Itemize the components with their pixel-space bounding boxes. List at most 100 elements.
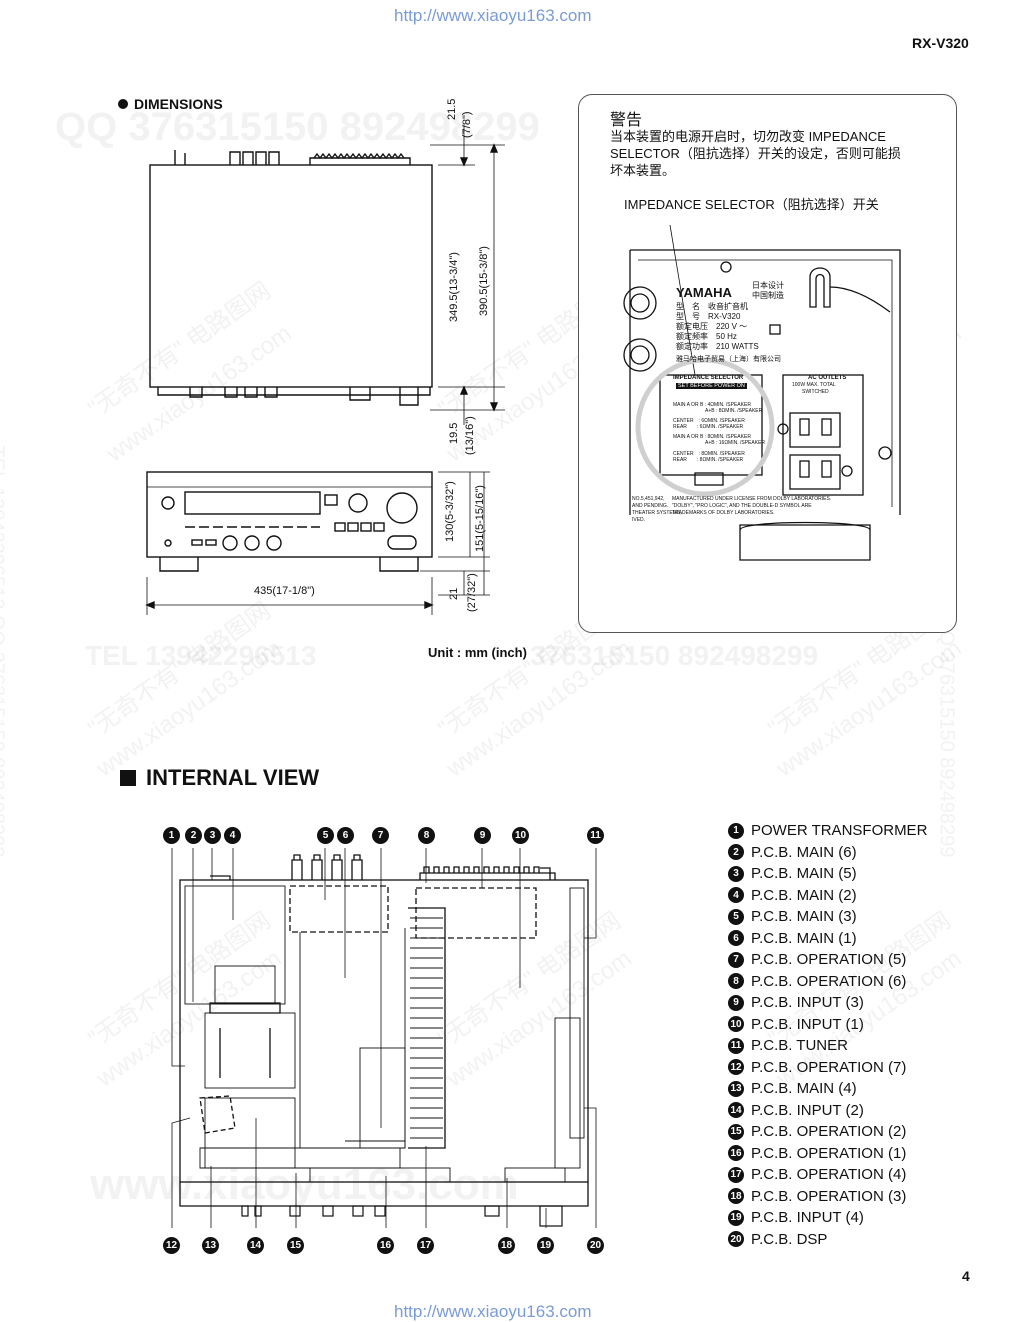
- square-bullet-icon: [120, 770, 136, 786]
- callout-4: 4: [224, 827, 241, 844]
- dim-7-8: (7/8"): [461, 111, 473, 138]
- panel-spec-3: 额定电压 220 V ～: [676, 322, 748, 331]
- panel-made-in-2: 中国制造: [752, 291, 784, 300]
- ac-outlets-title: AC OUTLETS: [808, 375, 847, 381]
- highlight-circle: [635, 357, 775, 497]
- callout-13: 13: [202, 1237, 219, 1254]
- model-label: RX-V320: [912, 35, 969, 51]
- callout-8: 8: [418, 827, 435, 844]
- warning-line-3: 坏本装置。: [610, 163, 676, 178]
- callout-3: 3: [204, 827, 221, 844]
- callout-12: 12: [163, 1237, 180, 1254]
- left-note-4: IVED.: [632, 517, 646, 523]
- dolby-line-3: TRADEMARKS OF DOLBY LABORATORIES.: [672, 510, 775, 516]
- impedance-a-3: CENTER : 6ΩMIN. /SPEAKER: [673, 418, 745, 424]
- warning-line-1: 当本装置的电源开启时，切勿改变 IMPEDANCE: [610, 129, 886, 144]
- callout-18: 18: [498, 1237, 515, 1254]
- dimensions-drawing: [145, 125, 505, 615]
- dim-151: 151(5-15/16"): [474, 485, 486, 552]
- panel-spec-1: 型 名 收音扩音机: [676, 302, 748, 311]
- dimensions-heading: DIMENSIONS: [118, 96, 223, 112]
- impedance-sub: SET BEFORE POWER ON: [676, 383, 747, 389]
- panel-company: 雅马哈电子贸易（上海）有限公司: [676, 356, 781, 363]
- header-url[interactable]: http://www.xiaoyu163.com: [394, 6, 592, 25]
- left-note-3: THEATER SYSTEMS,: [632, 510, 682, 516]
- left-note-2: AND PENDING.: [632, 503, 669, 509]
- internal-view-heading: INTERNAL VIEW: [120, 765, 319, 791]
- left-note-1: NO.5,451,942,: [632, 496, 665, 502]
- callout-15: 15: [287, 1237, 304, 1254]
- panel-spec-5: 额定功率 210 WATTS: [676, 342, 759, 351]
- chassis: [179, 879, 589, 1183]
- impedance-a-4: REAR : 6ΩMIN. /SPEAKER: [673, 424, 744, 430]
- panel-brand: YAMAHA: [676, 285, 732, 300]
- dolby-line-2: "DOLBY", "PRO LOGIC", AND THE DOUBLE-D S…: [672, 503, 812, 509]
- dim-13-16: (13/16"): [464, 416, 476, 455]
- panel-made-in-1: 日本设计: [752, 281, 784, 290]
- dim-390-5: 390.5(15-3/8"): [478, 246, 490, 316]
- callout-1: 1: [163, 827, 180, 844]
- impedance-b-4: REAR : 8ΩMIN. /SPEAKER: [673, 457, 744, 463]
- impedance-title: IMPEDANCE SELECTOR: [673, 375, 744, 381]
- unit-note: Unit : mm (inch): [428, 645, 527, 660]
- warning-title: 警告: [610, 112, 643, 129]
- top-view-body: [149, 164, 433, 388]
- callout-2: 2: [185, 827, 202, 844]
- callout-16: 16: [377, 1237, 394, 1254]
- panel-spec-2: 型 号 RX-V320: [676, 312, 741, 321]
- impedance-b-2: A+B : 16ΩMIN. /SPEAKER: [705, 440, 766, 446]
- impedance-selector-label: IMPEDANCE SELECTOR（阻抗选择）开关: [624, 197, 879, 212]
- callout-5: 5: [317, 827, 334, 844]
- callout-19: 19: [537, 1237, 554, 1254]
- impedance-a-1: MAIN A OR B : 4ΩMIN. /SPEAKER: [673, 402, 751, 408]
- callout-20: 20: [587, 1237, 604, 1254]
- dim-349-5: 349.5(13-3/4"): [448, 252, 460, 322]
- dim-19-5: 19.5: [448, 422, 460, 444]
- dolby-line-1: MANUFACTURED UNDER LICENSE FROM DOLBY LA…: [672, 496, 832, 502]
- callout-11: 11: [587, 827, 604, 844]
- ac-outlets-sub-1: 100W MAX. TOTAL: [792, 382, 836, 388]
- callout-6: 6: [337, 827, 354, 844]
- footer-url[interactable]: http://www.xiaoyu163.com: [394, 1302, 592, 1321]
- callout-10: 10: [512, 827, 529, 844]
- impedance-b-1: MAIN A OR B : 8ΩMIN. /SPEAKER: [673, 434, 751, 440]
- callout-17: 17: [417, 1237, 434, 1254]
- watermark-qq-2: 376315150 892498299: [530, 640, 819, 671]
- dim-435: 435(17-1/8"): [254, 585, 315, 597]
- callout-7: 7: [372, 827, 389, 844]
- rear-panel-illustration: [623, 224, 901, 561]
- watermark-qq: QQ 376315150 892498299: [55, 105, 540, 149]
- dim-27-32: (27/32"): [466, 573, 478, 612]
- callout-9: 9: [474, 827, 491, 844]
- dim-130: 130(5-3/32"): [444, 481, 456, 542]
- bullet-icon: [118, 99, 128, 109]
- watermark-side-left: TEL 13942296513 QQ 376315150 892498299: [0, 445, 8, 858]
- impedance-a-2: A+B : 8ΩMIN. /SPEAKER: [705, 408, 763, 414]
- dim-21: 21: [448, 587, 460, 600]
- dim-21-5: 21.5: [446, 98, 458, 120]
- ac-outlets-sub-2: SWITCHED: [802, 389, 829, 395]
- internal-view-drawing: [171, 848, 597, 1228]
- front-view-body: [146, 471, 433, 558]
